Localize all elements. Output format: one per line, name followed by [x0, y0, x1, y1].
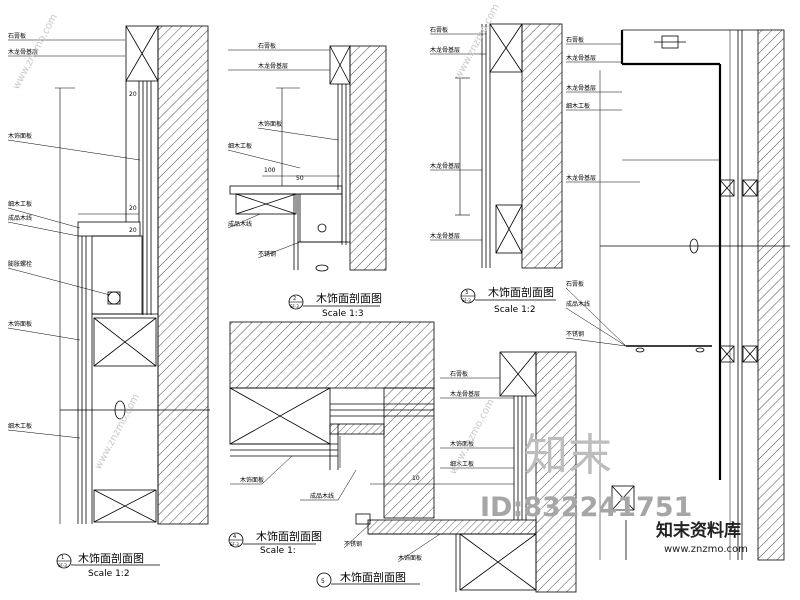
detail-3-concrete-wall	[521, 23, 563, 269]
detail-3-section	[430, 23, 563, 269]
d3-callout-3: 木龙骨基层	[430, 162, 460, 170]
d3-marker-top: 3	[465, 290, 468, 296]
d4-marker-top: 4	[233, 534, 236, 540]
detail-5-labels: 石膏板 木龙骨基层 木饰面板 细木工板 不锈钢 木饰面板 10	[344, 370, 480, 562]
d2-callout-5: 成品木线	[228, 220, 252, 228]
d6-callout-1: 石膏板	[566, 36, 584, 44]
d5-dim-1: 10	[412, 475, 420, 482]
detail-5-title-block: 5 木饰面剖面图	[316, 570, 420, 588]
d5-callout-2: 木龙骨基层	[450, 390, 480, 398]
d1-callout-4: 细木工板	[8, 200, 32, 208]
watermark-diagonal-3: www.znzmo.com	[453, 2, 502, 81]
d2-callout-4: 细木工板	[228, 142, 252, 150]
d2-callout-6: 不锈钢	[258, 250, 276, 258]
d1-callout-3: 木饰面板	[8, 132, 32, 140]
detail-4-concrete-slab	[229, 321, 435, 389]
detail-5-section	[343, 351, 577, 593]
detail-6-labels: 石膏板 木龙骨基层 木龙骨基层 细木工板 木龙骨基层 石膏板 成品木线 不锈钢	[566, 36, 596, 338]
watermark-brand-cn: 知末	[524, 430, 612, 481]
d5-title: 木饰面剖面图	[340, 570, 406, 584]
d3-callout-4: 木龙骨基层	[430, 232, 460, 240]
d6-callout-6: 石膏板	[566, 280, 584, 288]
detail-1-labels: 石膏板 木龙骨基层 木饰面板 细木工板 成品木线 膨胀螺栓 木饰面板 细木工板 …	[8, 32, 137, 430]
d6-callout-4: 细木工板	[566, 102, 590, 110]
detail-4-title-block: 4 SF-3 木饰面剖面图 Scale 1:	[228, 529, 322, 556]
d1-callout-2: 木龙骨基层	[8, 48, 38, 56]
d4-title: 木饰面剖面图	[256, 529, 322, 543]
d3-callout-2: 木龙骨基层	[430, 46, 460, 54]
detail-4-section	[229, 321, 435, 519]
detail-2-section	[227, 45, 387, 272]
detail-2-title-block: 2 SF-3 木饰面剖面图 Scale 1:3	[288, 291, 382, 319]
d2-marker-top: 2	[293, 296, 296, 302]
detail-2-concrete-wall	[349, 45, 387, 271]
d5-callout-4: 细木工板	[450, 460, 474, 468]
d3-title: 木饰面剖面图	[488, 285, 554, 299]
d2-callout-1: 石膏板	[258, 42, 276, 50]
d2-dim-1: 100	[264, 167, 276, 174]
d1-dim-3: 20	[129, 227, 137, 234]
d3-scale: Scale 1:2	[494, 305, 536, 315]
watermark-diagonal-2: www.znzmo.com	[93, 392, 142, 471]
detail-3-labels: 石膏板 木龙骨基层 木龙骨基层 木龙骨基层	[430, 26, 460, 240]
d6-callout-3: 木龙骨基层	[566, 84, 596, 92]
d5-callout-5: 不锈钢	[344, 540, 362, 548]
watermark-brand: 知末 ID:832241751 知末资料库 www.znzmo.com	[480, 430, 748, 555]
d1-callout-1: 石膏板	[8, 32, 26, 40]
d6-callout-8: 不锈钢	[566, 330, 584, 338]
watermark-tag: 知末资料库	[655, 520, 741, 541]
detail-1-top-block	[125, 25, 159, 82]
d4-marker-bottom: SF-3	[230, 542, 239, 547]
d2-callout-3: 木饰面板	[258, 120, 282, 128]
d6-callout-7: 成品木线	[566, 300, 590, 308]
detail-4-labels: 木饰面板 成品木线	[240, 476, 334, 500]
d6-callout-2: 木龙骨基层	[566, 54, 596, 62]
detail-5-concrete-wall	[535, 351, 577, 593]
detail-3-title-block: 3 SF-3 木饰面剖面图 Scale 1:2	[460, 285, 556, 315]
d3-callout-1: 石膏板	[430, 26, 448, 34]
d1-scale: Scale 1:2	[88, 569, 130, 579]
detail-1-concrete-wall	[157, 25, 209, 525]
d4-callout-2: 成品木线	[310, 492, 334, 500]
d4-callout-1: 木饰面板	[240, 476, 264, 484]
d5-marker-top: 5	[321, 578, 325, 585]
d1-callout-5: 成品木线	[8, 214, 32, 222]
d2-title: 木饰面剖面图	[316, 291, 382, 305]
d2-marker-bottom: SF-3	[290, 304, 299, 309]
d1-callout-8: 细木工板	[8, 422, 32, 430]
d5-callout-6: 木饰面板	[398, 554, 422, 562]
d3-marker-bottom: SF-3	[462, 298, 471, 303]
d1-dim-2: 20	[129, 205, 137, 212]
d2-callout-2: 木龙骨基层	[258, 62, 288, 70]
d1-marker-top: 1	[61, 555, 64, 561]
d1-title: 木饰面剖面图	[78, 551, 144, 565]
watermark-id: ID:832241751	[480, 492, 692, 523]
detail-6-section	[565, 29, 790, 561]
detail-6-concrete-wall	[757, 29, 785, 561]
d4-scale: Scale 1:	[260, 546, 296, 556]
detail-1-box	[91, 235, 143, 315]
d2-scale: Scale 1:3	[322, 309, 364, 319]
watermark-url: www.znzmo.com	[664, 544, 748, 555]
d5-callout-3: 木饰面板	[450, 440, 474, 448]
d1-callout-6: 膨胀螺栓	[8, 260, 32, 268]
d1-dim-1: 20	[129, 91, 137, 98]
detail-2-labels: 石膏板 木龙骨基层 木饰面板 细木工板 成品木线 不锈钢 100 50	[228, 42, 304, 258]
d1-marker-bottom: SF-3	[58, 563, 67, 568]
d2-dim-2: 50	[296, 175, 304, 182]
d1-callout-7: 木饰面板	[8, 320, 32, 328]
d5-callout-1: 石膏板	[450, 370, 468, 378]
detail-1-section	[7, 25, 210, 525]
d6-callout-5: 木龙骨基层	[566, 174, 596, 182]
detail-1-title-block: 1 SF-3 木饰面剖面图 Scale 1:2	[56, 551, 160, 579]
